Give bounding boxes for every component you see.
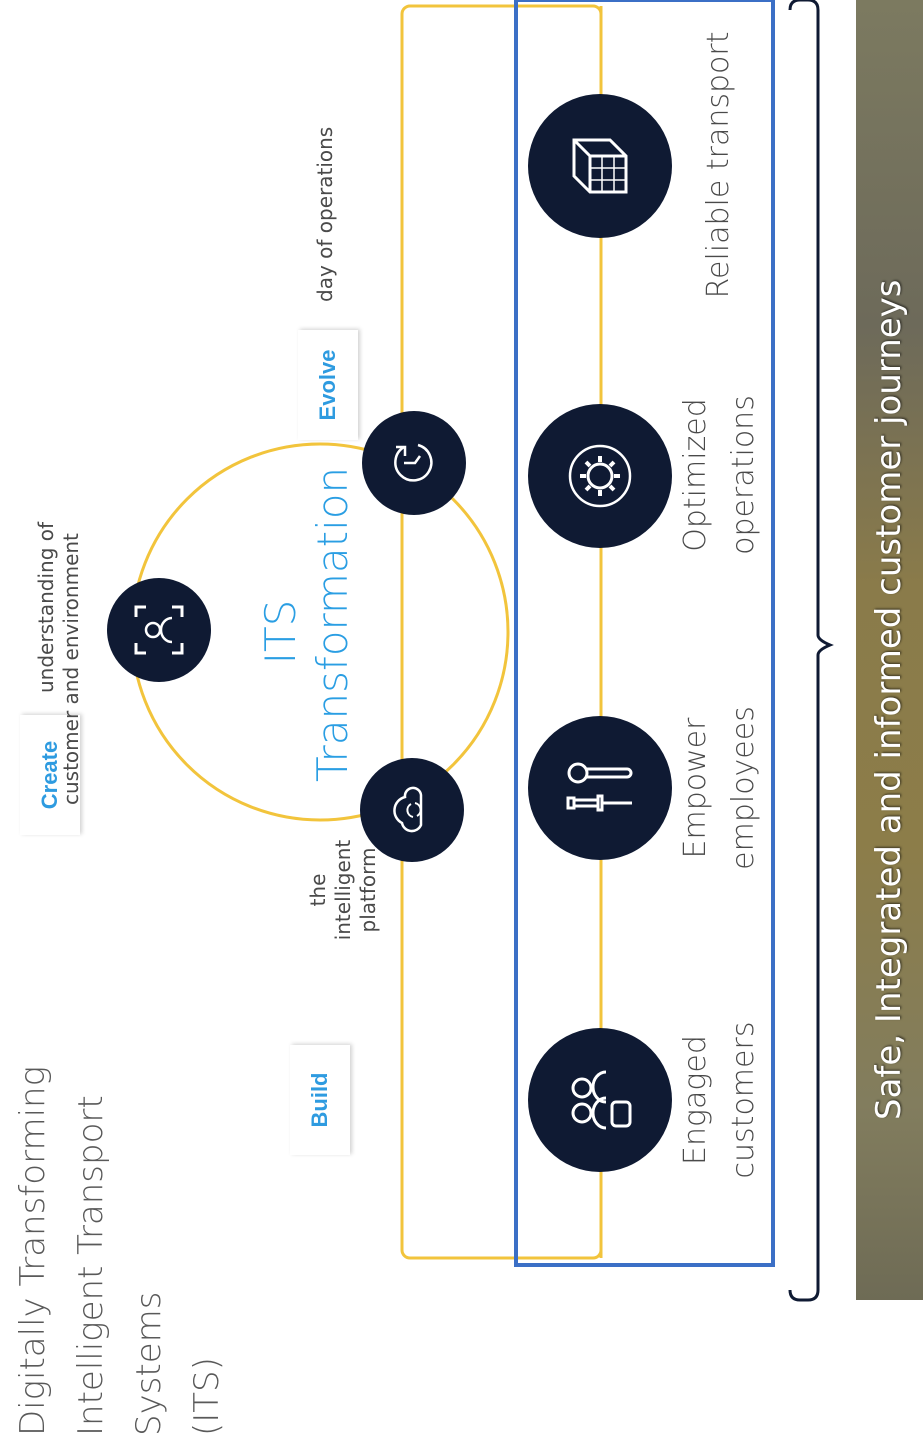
cycle-center-title: ITS Transformation <box>255 466 359 782</box>
tools-icon <box>566 762 633 812</box>
scan-person-icon <box>107 578 211 682</box>
create-phrase: understanding of customer and environmen… <box>34 465 84 805</box>
pillar-4-line-1: Reliable transport <box>701 31 736 299</box>
pillar-3-line-2: operations <box>726 395 761 555</box>
clock-icon <box>362 411 466 515</box>
center-line-2: Transformation <box>308 466 357 782</box>
evolve-phrase: day of operations <box>313 126 337 302</box>
build-phrase-line-1: the intelligent <box>306 839 355 941</box>
blue-frame <box>514 0 775 1267</box>
build-phrase: the intelligent platform <box>306 830 381 950</box>
pillar-empower-employees <box>528 716 672 860</box>
banner-text: Safe, Integrated and informed customer j… <box>869 279 909 1120</box>
photo-banner: Safe, Integrated and informed customer j… <box>856 0 923 1300</box>
pillar-2-line-1: Empower <box>678 717 713 859</box>
people-icon <box>571 1070 632 1130</box>
cube-icon <box>572 138 628 194</box>
pillar-1-line-1: Engaged <box>678 1035 713 1165</box>
bracket-brace <box>788 0 834 1302</box>
pillar-2-line-2: employees <box>726 706 761 870</box>
pillar-engaged-customers <box>528 1028 672 1172</box>
gear-icon <box>568 444 632 508</box>
pillar-optimized-operations <box>528 404 672 548</box>
create-phrase-line-2: customer and environment <box>59 533 83 805</box>
pillar-reliable-transport <box>528 94 672 238</box>
pillar-label-3: Optimized operations <box>672 375 768 575</box>
pillar-1-line-2: customers <box>726 1021 761 1179</box>
pillar-label-4: Reliable transport <box>695 10 743 320</box>
pillar-label-2: Empower employees <box>672 696 768 880</box>
evolve-tag: Evolve <box>298 330 358 440</box>
pillar-label-1: Engaged customers <box>672 1008 768 1192</box>
center-line-1: ITS <box>256 599 305 665</box>
build-tag: Build <box>290 1045 350 1155</box>
pillar-3-line-1: Optimized <box>678 398 713 552</box>
cloud-sync-icon <box>360 758 464 862</box>
create-phrase-line-1: understanding of <box>34 521 58 693</box>
